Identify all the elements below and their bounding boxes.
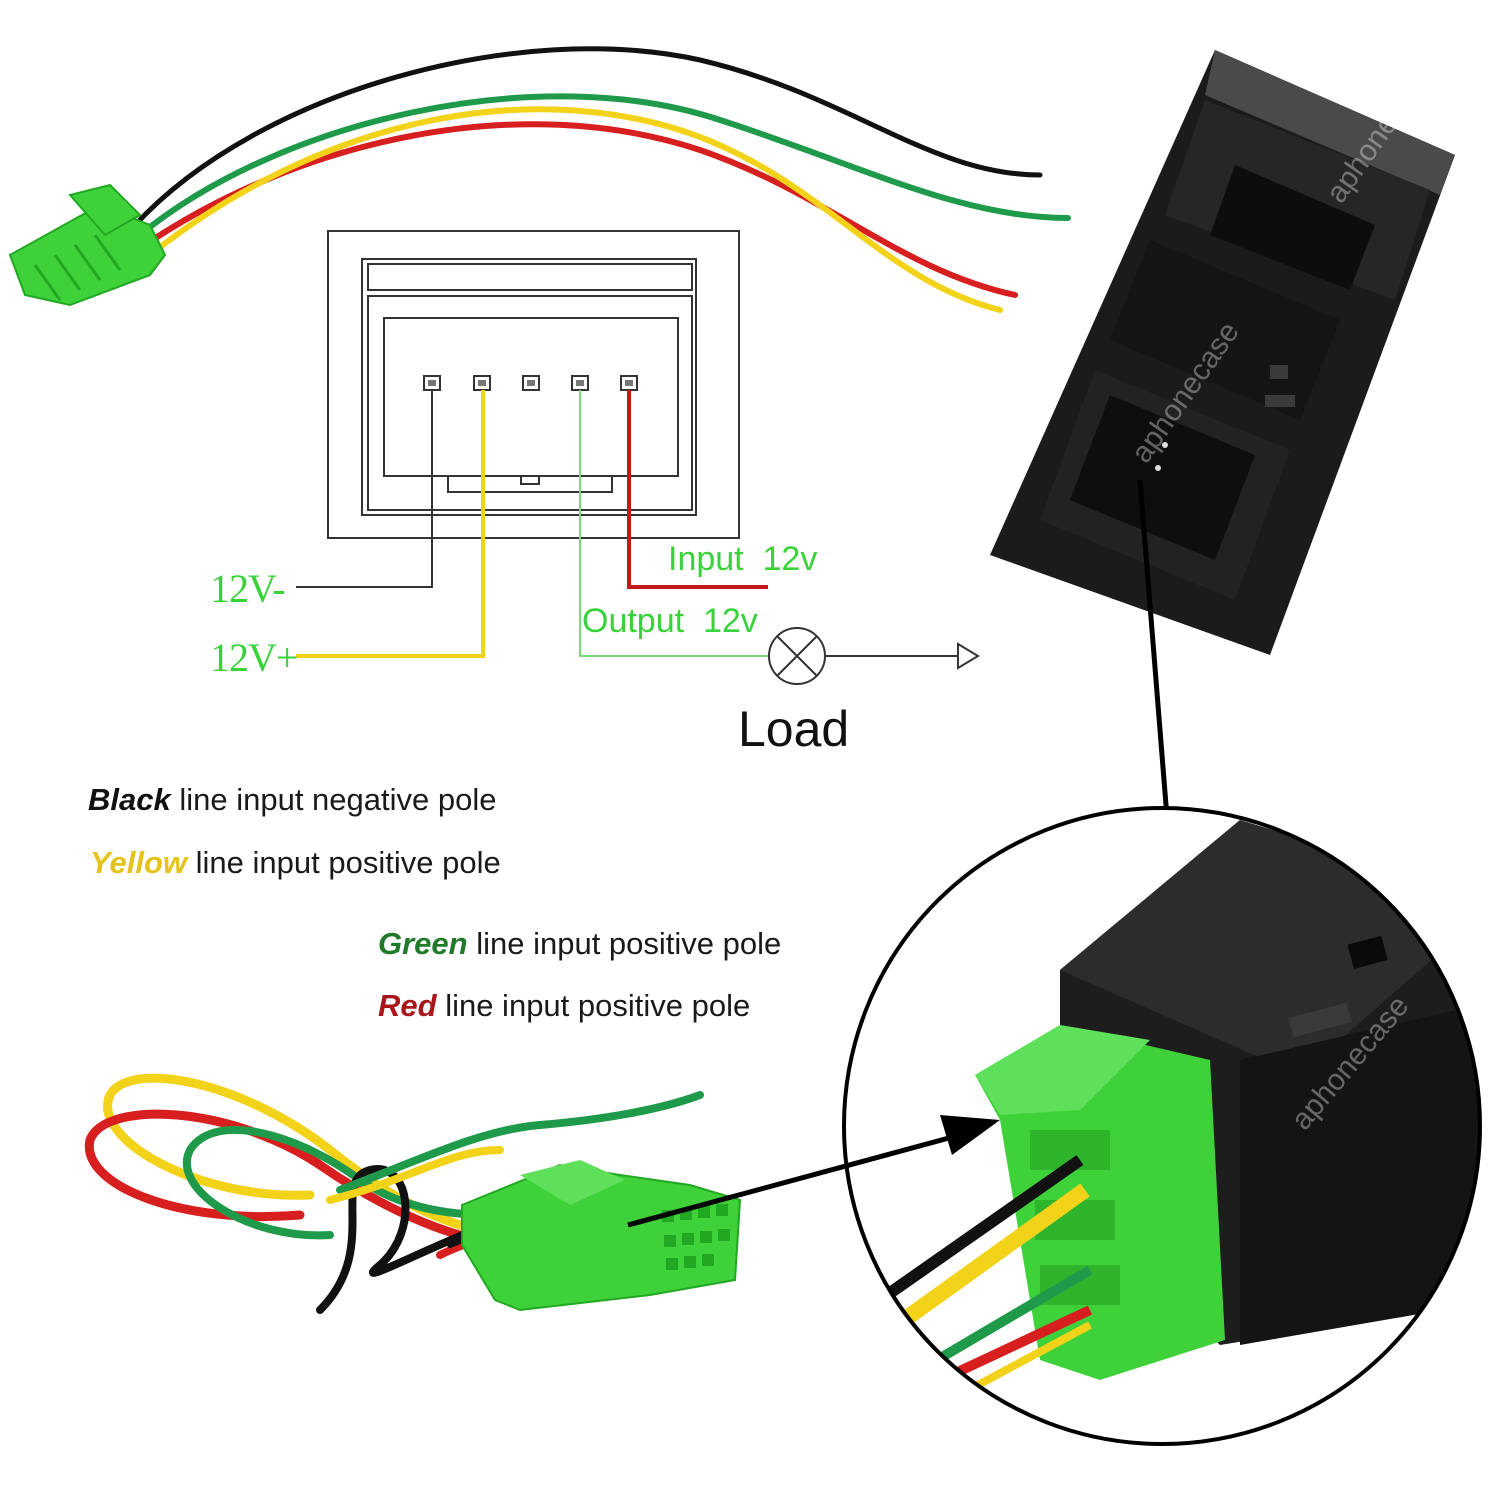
- legend-black-text: line input negative pole: [170, 782, 497, 817]
- legend-red: Red line input positive pole: [378, 988, 750, 1024]
- legend-red-word: Red: [378, 988, 437, 1023]
- pin-row: [423, 375, 638, 391]
- legend-yellow-text: line input positive pole: [187, 845, 501, 880]
- rocker-switch-body: [990, 50, 1455, 655]
- pin-4-green: [571, 375, 589, 391]
- pin-5-red: [620, 375, 638, 391]
- pin-label-negative: 12V-: [210, 566, 286, 611]
- top-green-connector: [8, 183, 167, 307]
- pointer-arrow-plug: [627, 1115, 1000, 1228]
- zoom-inset-border: [842, 806, 1482, 1446]
- legend-black: Black line input negative pole: [88, 782, 496, 818]
- pin-label-positive: 12V+: [210, 635, 298, 680]
- bottom-green-plug: [461, 1160, 742, 1312]
- lead-black-negative: [296, 390, 433, 588]
- legend-green: Green line input positive pole: [378, 926, 781, 962]
- legend-red-text: line input positive pole: [436, 988, 751, 1023]
- pin-2-yellow: [473, 375, 491, 391]
- legend-black-word: Black: [88, 782, 171, 817]
- pin-3-empty: [522, 375, 540, 391]
- legend-yellow: Yellow line input positive pole: [90, 845, 501, 881]
- legend-green-word: Green: [378, 926, 468, 961]
- lead-red-input: [627, 390, 768, 589]
- terminal-label-input: Input 12v: [668, 540, 818, 578]
- terminal-label-output: Output 12v: [582, 602, 758, 640]
- load-symbol: [768, 627, 980, 685]
- lead-green-output: [579, 390, 768, 657]
- top-wire-harness: [132, 46, 1071, 313]
- connector-schematic: [327, 230, 740, 539]
- load-label: Load: [738, 701, 850, 757]
- lead-yellow-positive: [296, 390, 485, 658]
- legend-yellow-word: Yellow: [90, 845, 188, 880]
- pin-1-black: [423, 375, 441, 391]
- legend-green-text: line input positive pole: [467, 926, 782, 961]
